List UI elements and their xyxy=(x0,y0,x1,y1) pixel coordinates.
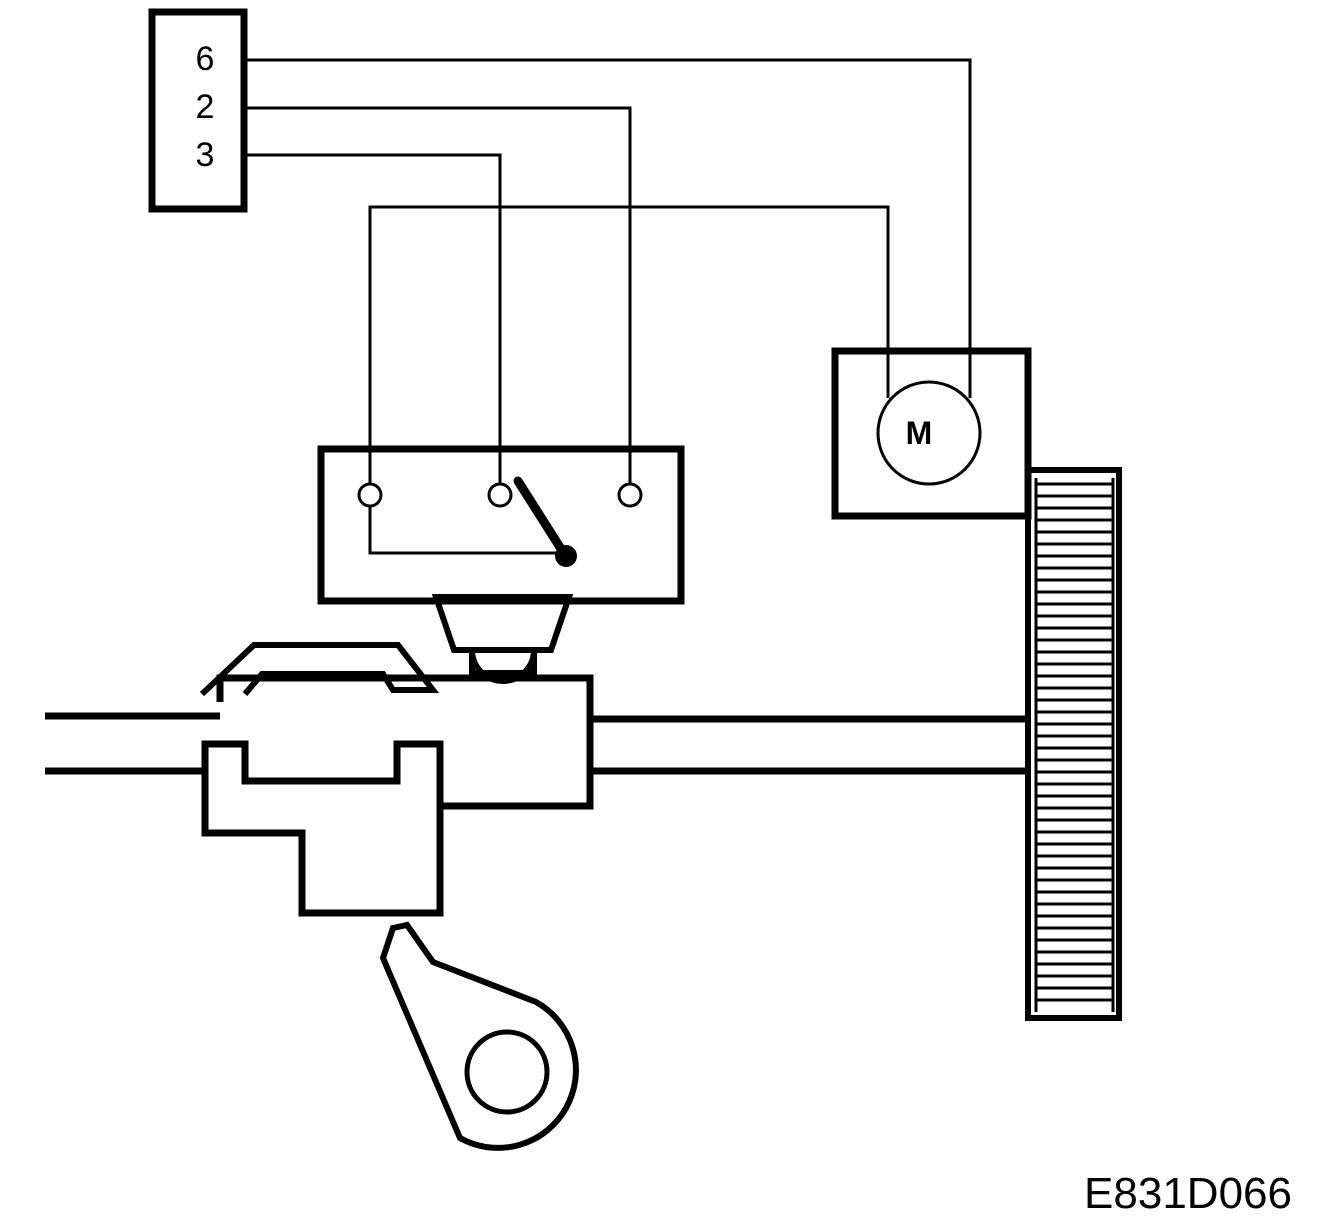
connector-pin-3: 3 xyxy=(196,136,215,174)
connector-block xyxy=(148,8,248,213)
lever-pivot-eye xyxy=(464,1029,550,1115)
cam-latch xyxy=(199,642,440,697)
gear-rack-teeth xyxy=(1034,478,1115,1012)
motor-label: M xyxy=(906,415,933,451)
switch-terminal-left xyxy=(357,482,383,508)
connector-pin-2: 2 xyxy=(196,88,215,126)
wiring xyxy=(244,58,972,555)
wire-pin-6 xyxy=(244,58,972,398)
drive-shaft xyxy=(45,712,1030,775)
cam-block-lower xyxy=(201,740,444,917)
switch-terminal-common xyxy=(487,482,513,508)
cam-block-upper xyxy=(216,674,594,810)
switch-plunger xyxy=(431,594,574,653)
micro-switch xyxy=(317,445,685,605)
lever-arm xyxy=(379,921,579,1151)
connector-pin-6: 6 xyxy=(196,40,215,78)
gear-rack xyxy=(1025,467,1122,1021)
wire-pin-2 xyxy=(244,106,632,485)
switch-contact-arm xyxy=(513,476,568,557)
switch-terminal-right xyxy=(617,482,643,508)
wire-pin-3 xyxy=(244,153,502,485)
figure-code: E831D066 xyxy=(1084,1169,1292,1218)
wire-switch-to-motor xyxy=(368,205,890,485)
motor-symbol xyxy=(876,380,982,486)
wire-switch-internal xyxy=(368,507,560,555)
switch-pivot xyxy=(555,545,577,567)
motor-housing xyxy=(831,347,1032,520)
